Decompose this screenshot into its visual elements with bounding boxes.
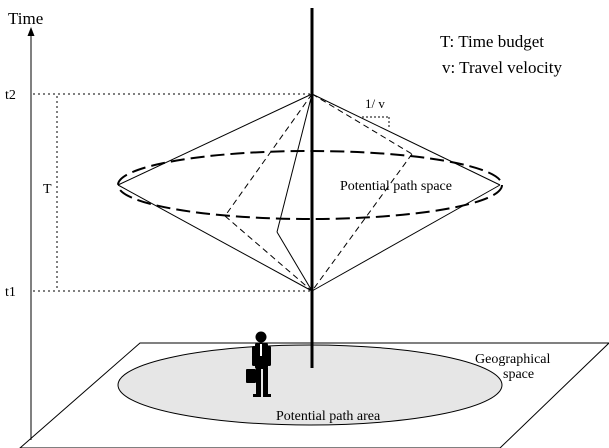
prism-solid-edges xyxy=(117,93,501,292)
legend-time-budget: T: Time budget xyxy=(440,32,544,51)
geographical-space-label-line2: space xyxy=(503,367,534,382)
slope-indicator xyxy=(362,116,390,128)
potential-path-area-label: Potential path area xyxy=(276,409,381,424)
t1-label: t1 xyxy=(5,285,16,300)
potential-path-area-ellipse xyxy=(117,344,503,426)
slope-label: 1/ v xyxy=(365,96,385,111)
traveler-person-icon xyxy=(246,331,271,397)
time-budget-label: T xyxy=(43,182,52,197)
geographical-space-label-line1: Geographical xyxy=(475,352,551,367)
legend-travel-velocity: v: Travel velocity xyxy=(442,58,562,77)
potential-path-space-label: Potential path space xyxy=(340,179,452,194)
time-axis-label: Time xyxy=(8,9,43,28)
t2-label: t2 xyxy=(5,88,16,103)
geographical-space-plane xyxy=(19,342,609,448)
time-axis-arrow-icon xyxy=(27,27,35,36)
prism-hidden-edges xyxy=(224,93,413,292)
potential-path-space-ellipse xyxy=(117,150,503,220)
